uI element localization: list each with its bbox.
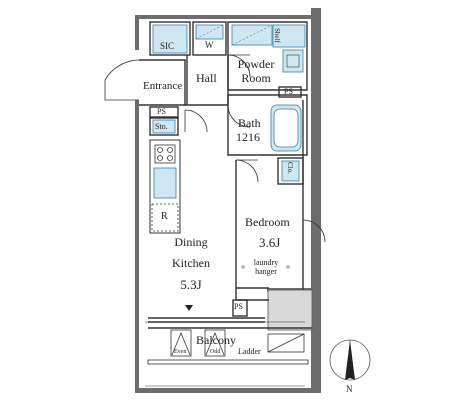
room-label-even: Even: [174, 349, 187, 355]
room-label-balcony: Balcony: [196, 333, 236, 347]
room-label-dining: Dining: [174, 235, 208, 249]
room-label-odd: Odd: [210, 349, 221, 355]
room-label-bedroom: Bedroom: [245, 215, 290, 229]
room-label-w: W: [205, 40, 214, 50]
balcony-arrow-icon: [185, 305, 193, 311]
room-label-sto: Sto.: [155, 122, 168, 131]
room-label-bath: Bath: [238, 116, 261, 130]
room-label-clo: Clo.: [286, 162, 294, 174]
room-label-dk-size: 5.3J: [180, 277, 202, 292]
room-label-kitchen: Kitchen: [172, 256, 210, 270]
room-label-ps-bottom: PS: [234, 302, 243, 311]
room-label-entrance: Entrance: [143, 80, 183, 92]
room-label-bedroom-size: 3.6J: [259, 235, 281, 250]
sink: [286, 54, 300, 68]
bathtub: [273, 108, 299, 148]
room-label-powder: Powder: [237, 57, 275, 71]
window-marks: [145, 321, 305, 387]
room-label-sic: SIC: [160, 41, 175, 51]
compass-icon: [329, 339, 371, 381]
balcony-items: [147, 329, 309, 365]
shelf-lines: [195, 24, 273, 46]
laundry-hooks: [241, 265, 290, 269]
room-label-ladder: Ladder: [238, 347, 261, 356]
room-label-shelf: Shelf: [273, 28, 281, 43]
compass-north-label: N: [346, 384, 353, 394]
room-label-hall: Hall: [196, 71, 217, 85]
room-label-refrigerator: R: [161, 211, 168, 222]
room-label-hanger: hanger: [255, 267, 277, 276]
door-swings: [104, 54, 326, 243]
stove: [154, 144, 176, 164]
room-label-ps-left: PS: [157, 107, 166, 116]
refrigerator-space: [151, 203, 179, 232]
room-label-powder-room: Room: [241, 71, 271, 85]
room-label-bath-size: 1216: [236, 130, 260, 144]
structure-block: [267, 289, 313, 331]
room-label-ps-right: PS: [284, 87, 293, 96]
kitchen-counter: [149, 139, 181, 234]
room-label-laundry: laundry: [253, 258, 279, 267]
